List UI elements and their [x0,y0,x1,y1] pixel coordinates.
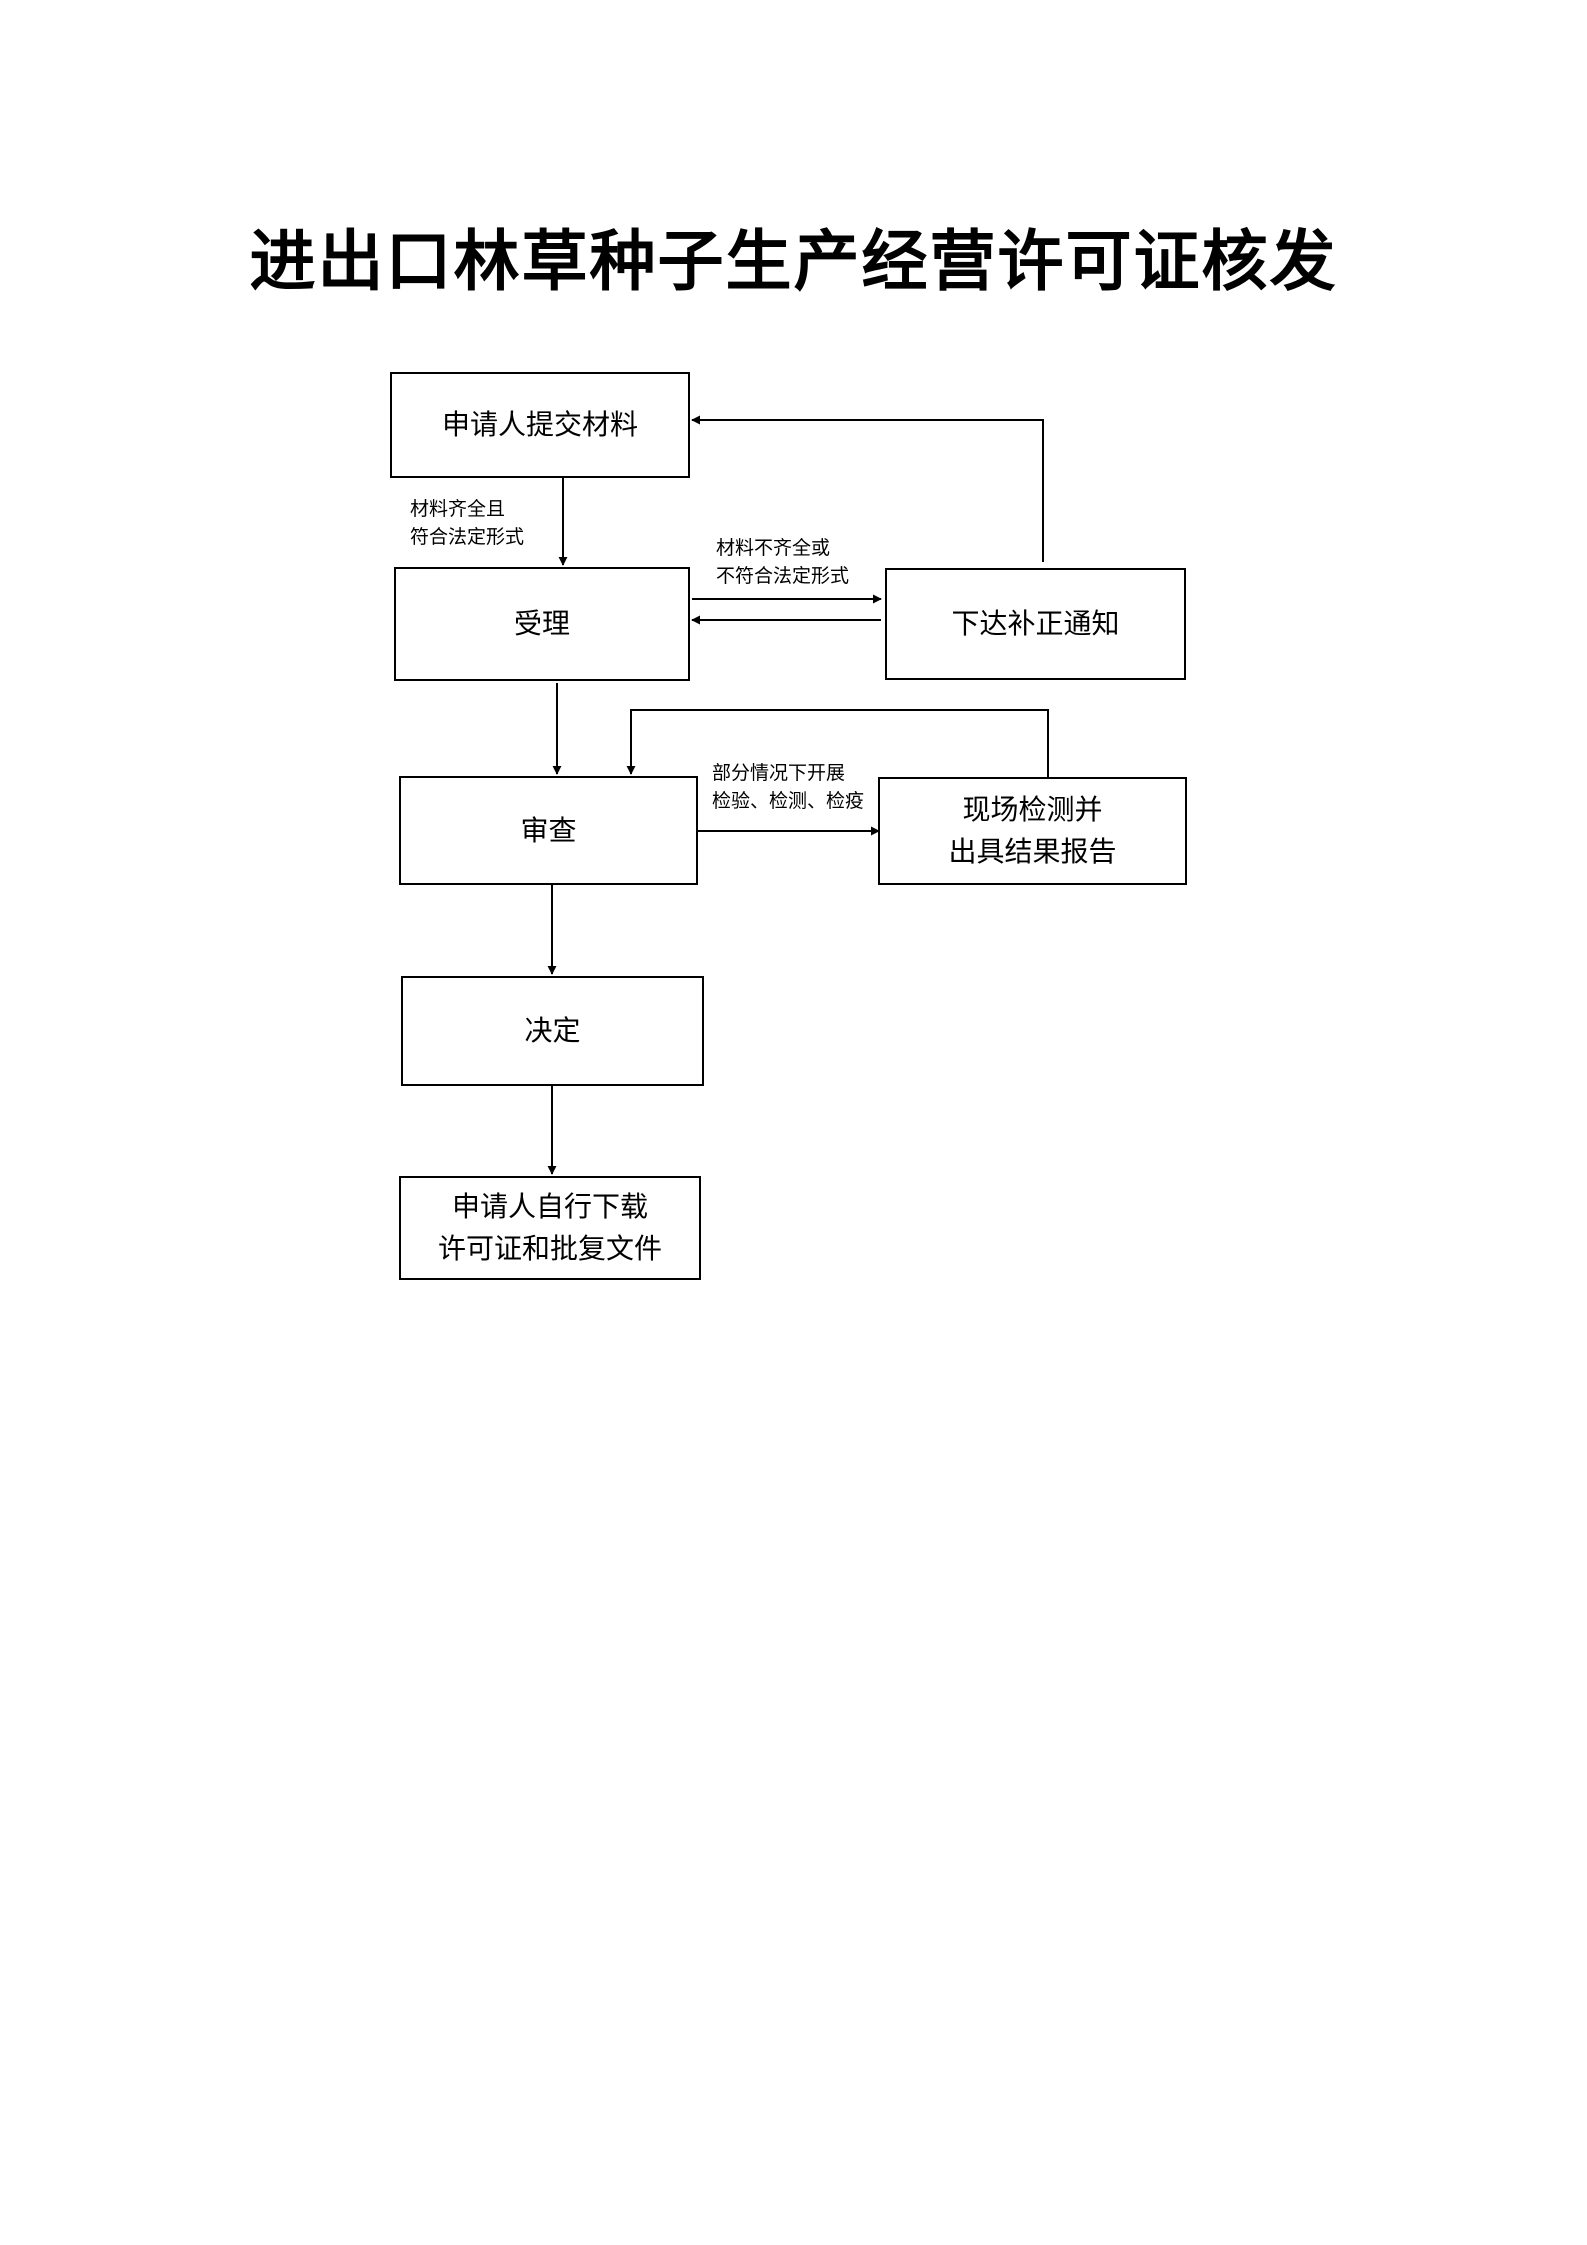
node-decision: 决定 [401,976,704,1086]
edge-label-inspection-line1: 部分情况下开展 [712,762,846,784]
node-correction-notice: 下达补正通知 [885,568,1186,680]
node-download-license: 申请人自行下载 许可证和批复文件 [399,1176,701,1280]
node-accept: 受理 [394,567,690,681]
edge-label-incomplete-line1: 材料不齐全或 [716,537,831,559]
arrow-notice-to-submit [691,415,1044,562]
node-download-license-line2: 许可证和批复文件 [437,1232,662,1265]
node-accept-label: 受理 [513,607,570,640]
edge-label-incomplete-line2: 不符合法定形式 [716,565,850,587]
node-correction-notice-label: 下达补正通知 [951,607,1120,640]
node-onsite-inspection-line1: 现场检测并 [962,793,1103,826]
edge-label-incomplete: 材料不齐全或 不符合法定形式 [716,534,849,590]
edge-label-inspection: 部分情况下开展 检验、检测、检疫 [712,759,864,815]
node-decision-label: 决定 [524,1014,581,1047]
node-review: 审查 [399,776,698,885]
node-review-label: 审查 [520,813,577,847]
node-submit-materials: 申请人提交材料 [390,372,690,478]
node-onsite-inspection: 现场检测并 出具结果报告 [878,777,1187,885]
node-onsite-inspection-line2: 出具结果报告 [948,835,1117,868]
edge-label-complete: 材料齐全且 符合法定形式 [410,495,524,551]
edge-label-inspection-line2: 检验、检测、检疫 [712,790,865,812]
edge-label-complete-line1: 材料齐全且 [410,498,506,520]
edge-label-complete-line2: 符合法定形式 [410,526,525,548]
page-title: 进出口林草种子生产经营许可证核发 [249,223,1338,300]
node-submit-materials-label: 申请人提交材料 [441,408,638,441]
node-download-license-line1: 申请人自行下载 [451,1190,648,1223]
arrow-inspect-to-review [626,709,1049,777]
